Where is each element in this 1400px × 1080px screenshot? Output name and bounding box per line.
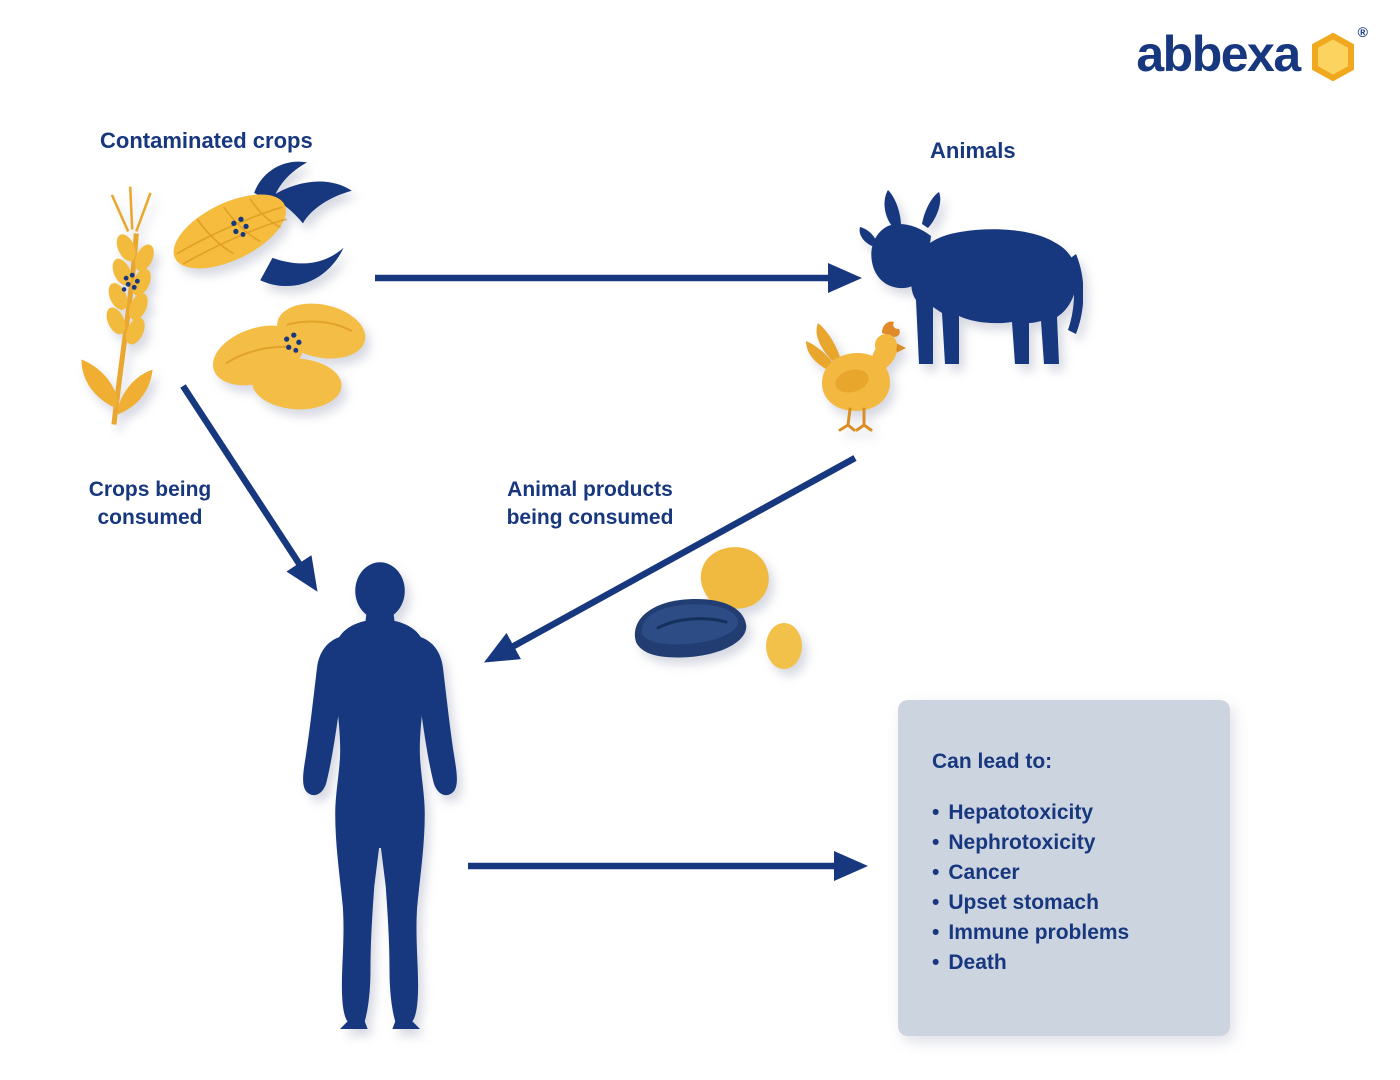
bullet-glyph: •: [932, 801, 940, 824]
contaminated-crops-illustration: [55, 160, 370, 440]
bullet-glyph: •: [932, 891, 940, 914]
cow-icon: [859, 190, 1084, 364]
effect-item: • Cancer: [932, 858, 1196, 888]
effects-title: Can lead to:: [932, 750, 1053, 773]
human-illustration: [280, 552, 480, 1049]
animal-products-illustration: [618, 540, 838, 695]
hexagon-icon: [1311, 32, 1354, 82]
wheat-icon: [81, 186, 154, 425]
effect-item: • Immune problems: [932, 918, 1196, 948]
label-animal-products-consumed: Animal products being consumed: [470, 476, 710, 533]
chicken-illustration: [806, 316, 906, 441]
effects-list: •Hepatotoxicity •Nephrotoxicity •Cancer …: [932, 798, 1196, 978]
label-line: being consumed: [506, 506, 674, 530]
mold-specks-icon: [231, 216, 249, 237]
bullet-glyph: •: [932, 951, 940, 974]
corn-icon: [173, 161, 352, 287]
bullet-glyph: •: [932, 831, 940, 854]
effect-item: • Death: [932, 948, 1196, 978]
registered-mark: ®: [1357, 24, 1368, 40]
bullet-glyph: •: [932, 861, 940, 884]
wheat-corn-seeds-icon: [81, 161, 366, 425]
effect-item: • Hepatotoxicity: [932, 798, 1196, 828]
chicken-icon: [806, 321, 906, 432]
effect-item: • Upset stomach: [932, 888, 1196, 918]
logo-text: abbexa: [1136, 26, 1301, 82]
label-line: Animal products: [507, 478, 673, 501]
effect-text: Hepatotoxicity: [948, 801, 1094, 824]
steak-icon: [634, 599, 747, 658]
label-contaminated-crops: Contaminated crops: [100, 128, 313, 153]
effect-text: Immune problems: [948, 921, 1130, 944]
effect-text: Death: [948, 951, 1007, 974]
effect-text: Cancer: [948, 861, 1020, 884]
label-line: consumed: [97, 506, 203, 530]
cow-illustration: [858, 186, 1084, 391]
human-icon: [303, 562, 457, 1029]
bullet-glyph: •: [932, 921, 940, 944]
label-line: Crops being: [88, 478, 212, 501]
label-crops-being-consumed: Crops being consumed: [60, 476, 240, 533]
egg-icon: [766, 623, 802, 669]
effects-box: Can lead to: • Hepatotoxicity • Nephrotoxi…: [898, 700, 1230, 1036]
label-animals: Animals: [930, 138, 1016, 163]
effect-text: Nephrotoxicity: [948, 831, 1096, 854]
abbexa-logo: abbexa ®: [1136, 24, 1368, 82]
seeds-icon: [212, 303, 366, 410]
meat-drumstick-egg-icon: [634, 547, 802, 669]
mold-specks-icon: [121, 272, 140, 292]
effect-item: • Nephrotoxicity: [932, 828, 1196, 858]
mold-specks-icon: [284, 332, 302, 353]
effect-text: Upset stomach: [948, 891, 1099, 914]
